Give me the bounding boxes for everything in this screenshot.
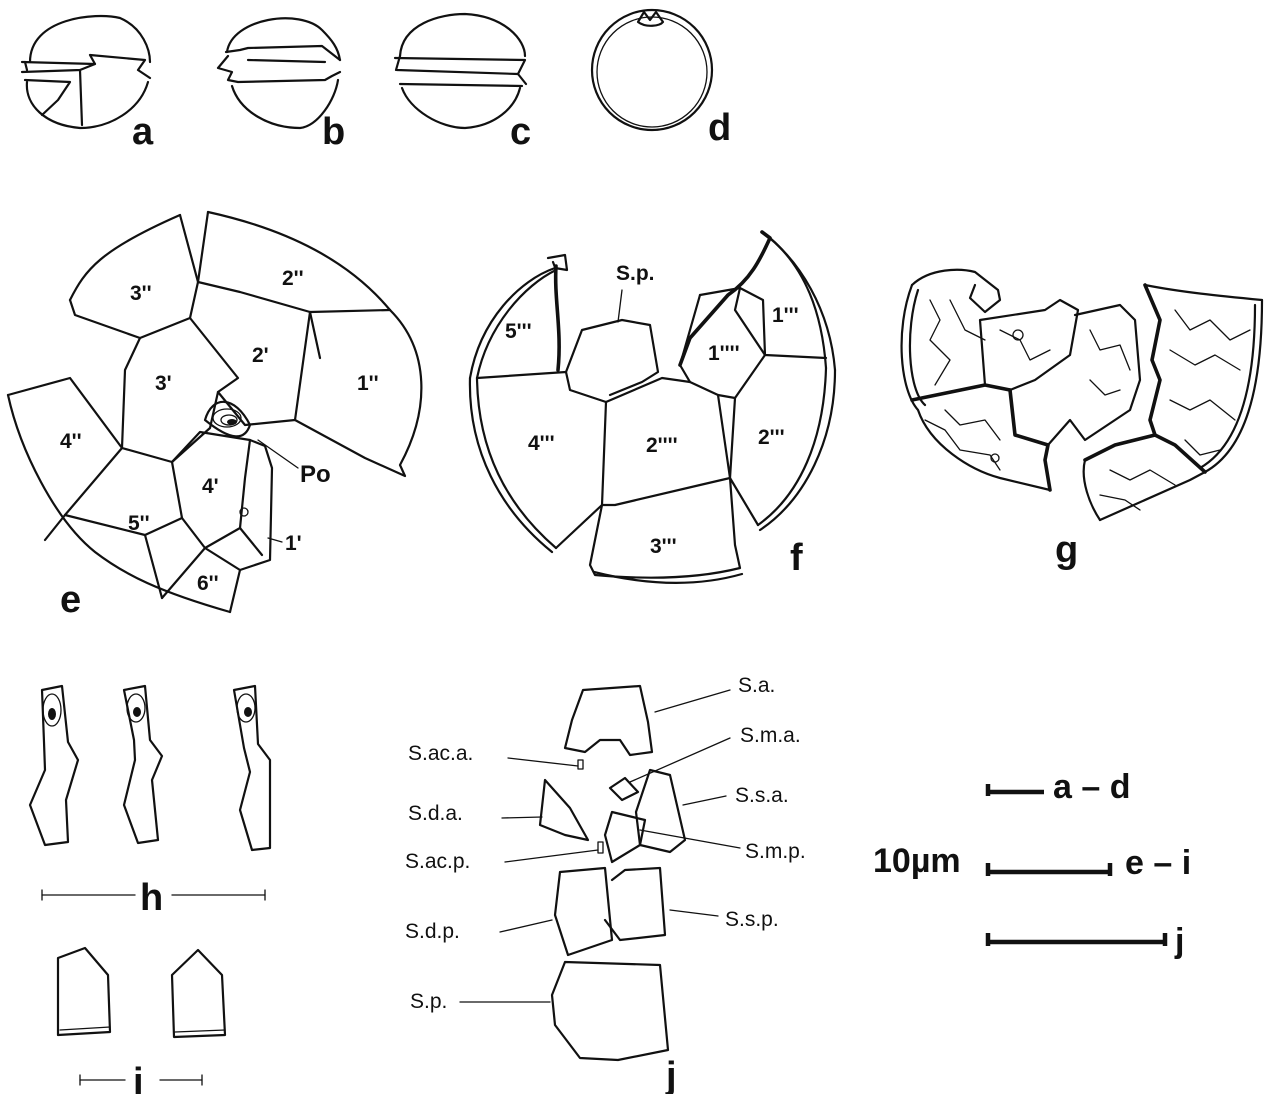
- sulcal-label-sma: S.m.a.: [740, 724, 801, 747]
- panel-label-d: d: [708, 107, 731, 149]
- panel-label-b: b: [322, 111, 345, 153]
- plate-5ppp: 5''': [505, 320, 532, 343]
- sulcal-label-sacp: S.ac.p.: [405, 850, 470, 873]
- sulcal-label-sa: S.a.: [738, 674, 775, 697]
- plate-2ppp: 2''': [758, 426, 785, 449]
- plate-5pp: 5'': [128, 512, 150, 535]
- sulcal-label-smp: S.m.p.: [745, 840, 806, 863]
- cell-d-apical-view: [592, 10, 712, 130]
- sulcal-label-sp: S.p.: [410, 990, 447, 1013]
- epitheca-diagram-e: [8, 212, 421, 612]
- panel-label-e: e: [60, 579, 81, 621]
- scale-value: 10µm: [873, 842, 961, 880]
- plate-2pppp: 2'''': [646, 434, 678, 457]
- plate-1p: 1': [285, 532, 302, 555]
- plate-3p: 3': [155, 372, 172, 395]
- cell-c-dorsal-view: [395, 14, 526, 128]
- apical-plate-series-h: [30, 686, 270, 900]
- sulcal-label-ssp: S.s.p.: [725, 908, 779, 931]
- panel-label-j: j: [665, 1055, 677, 1094]
- sulcal-label-ssa: S.s.a.: [735, 784, 789, 807]
- panel-label-c: c: [510, 111, 531, 153]
- panel-label-a: a: [132, 111, 154, 153]
- panel-label-f: f: [790, 537, 803, 579]
- scale-label-a-d: a – d: [1053, 768, 1130, 806]
- plate-2pp: 2'': [282, 267, 304, 290]
- apical-pore-label: Po: [300, 461, 331, 488]
- plate-2p: 2': [252, 344, 269, 367]
- sulcal-plates-diagram-j: [460, 686, 740, 1060]
- sulcal-posterior-label-f: S.p.: [616, 262, 655, 285]
- sulcal-label-saca: S.ac.a.: [408, 742, 473, 765]
- ornamented-cell-g: [902, 270, 1262, 520]
- panel-label-g: g: [1055, 529, 1078, 571]
- plate-1ppp: 1''': [772, 304, 799, 327]
- scale-label-j: j: [1174, 922, 1184, 960]
- plate-1pppp: 1'''': [708, 342, 740, 365]
- plate-4p: 4': [202, 475, 219, 498]
- plate-6pp: 6'': [197, 572, 219, 595]
- plate-1pp: 1'': [357, 372, 379, 395]
- plate-3ppp: 3''': [650, 535, 677, 558]
- sulcal-label-sda: S.d.a.: [408, 802, 463, 825]
- scale-label-e-i: e – i: [1125, 844, 1191, 882]
- plate-4pp: 4'': [60, 430, 82, 453]
- plate-4ppp: 4''': [528, 432, 555, 455]
- sulcal-label-sdp: S.d.p.: [405, 920, 460, 943]
- panel-label-i: i: [133, 1061, 144, 1094]
- panel-label-h: h: [140, 877, 163, 919]
- plate-3pp: 3'': [130, 282, 152, 305]
- cell-a-ventral-view: [22, 16, 150, 128]
